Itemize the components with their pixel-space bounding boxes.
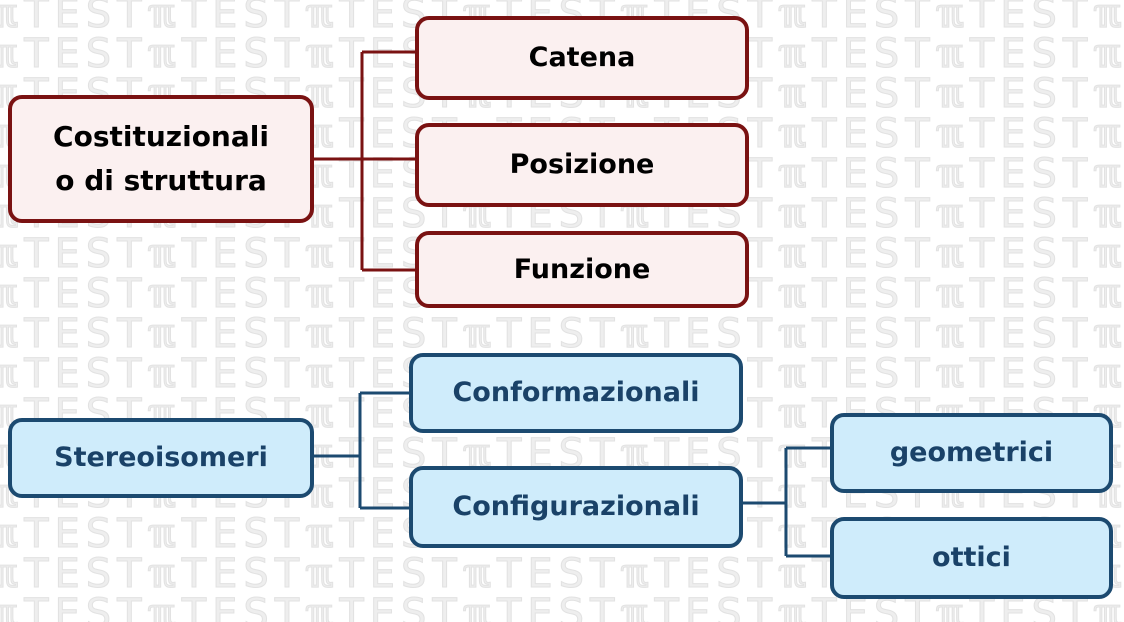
- node-configurazionali: Configurazionali: [409, 466, 743, 548]
- node-posizione-label: Posizione: [509, 149, 655, 180]
- node-funzione: Funzione: [415, 231, 749, 308]
- node-configurazionali-label: Configurazionali: [452, 491, 700, 522]
- node-ottici-label: ottici: [932, 542, 1011, 573]
- node-geometrici: geometrici: [830, 413, 1113, 493]
- node-costituzionali: Costituzionali o di struttura: [8, 95, 314, 223]
- node-costituzionali-line1: Costituzionali: [53, 120, 269, 153]
- node-conformazionali: Conformazionali: [409, 353, 743, 433]
- node-catena: Catena: [415, 16, 749, 100]
- node-catena-label: Catena: [528, 42, 636, 73]
- node-posizione: Posizione: [415, 123, 749, 207]
- node-geometrici-label: geometrici: [889, 437, 1054, 468]
- node-ottici: ottici: [830, 517, 1113, 599]
- node-stereoisomeri-label: Stereoisomeri: [54, 442, 268, 473]
- node-stereoisomeri: Stereoisomeri: [8, 418, 314, 498]
- node-costituzionali-line2: o di struttura: [55, 164, 267, 197]
- node-funzione-label: Funzione: [513, 253, 651, 285]
- node-conformazionali-label: Conformazionali: [452, 377, 700, 408]
